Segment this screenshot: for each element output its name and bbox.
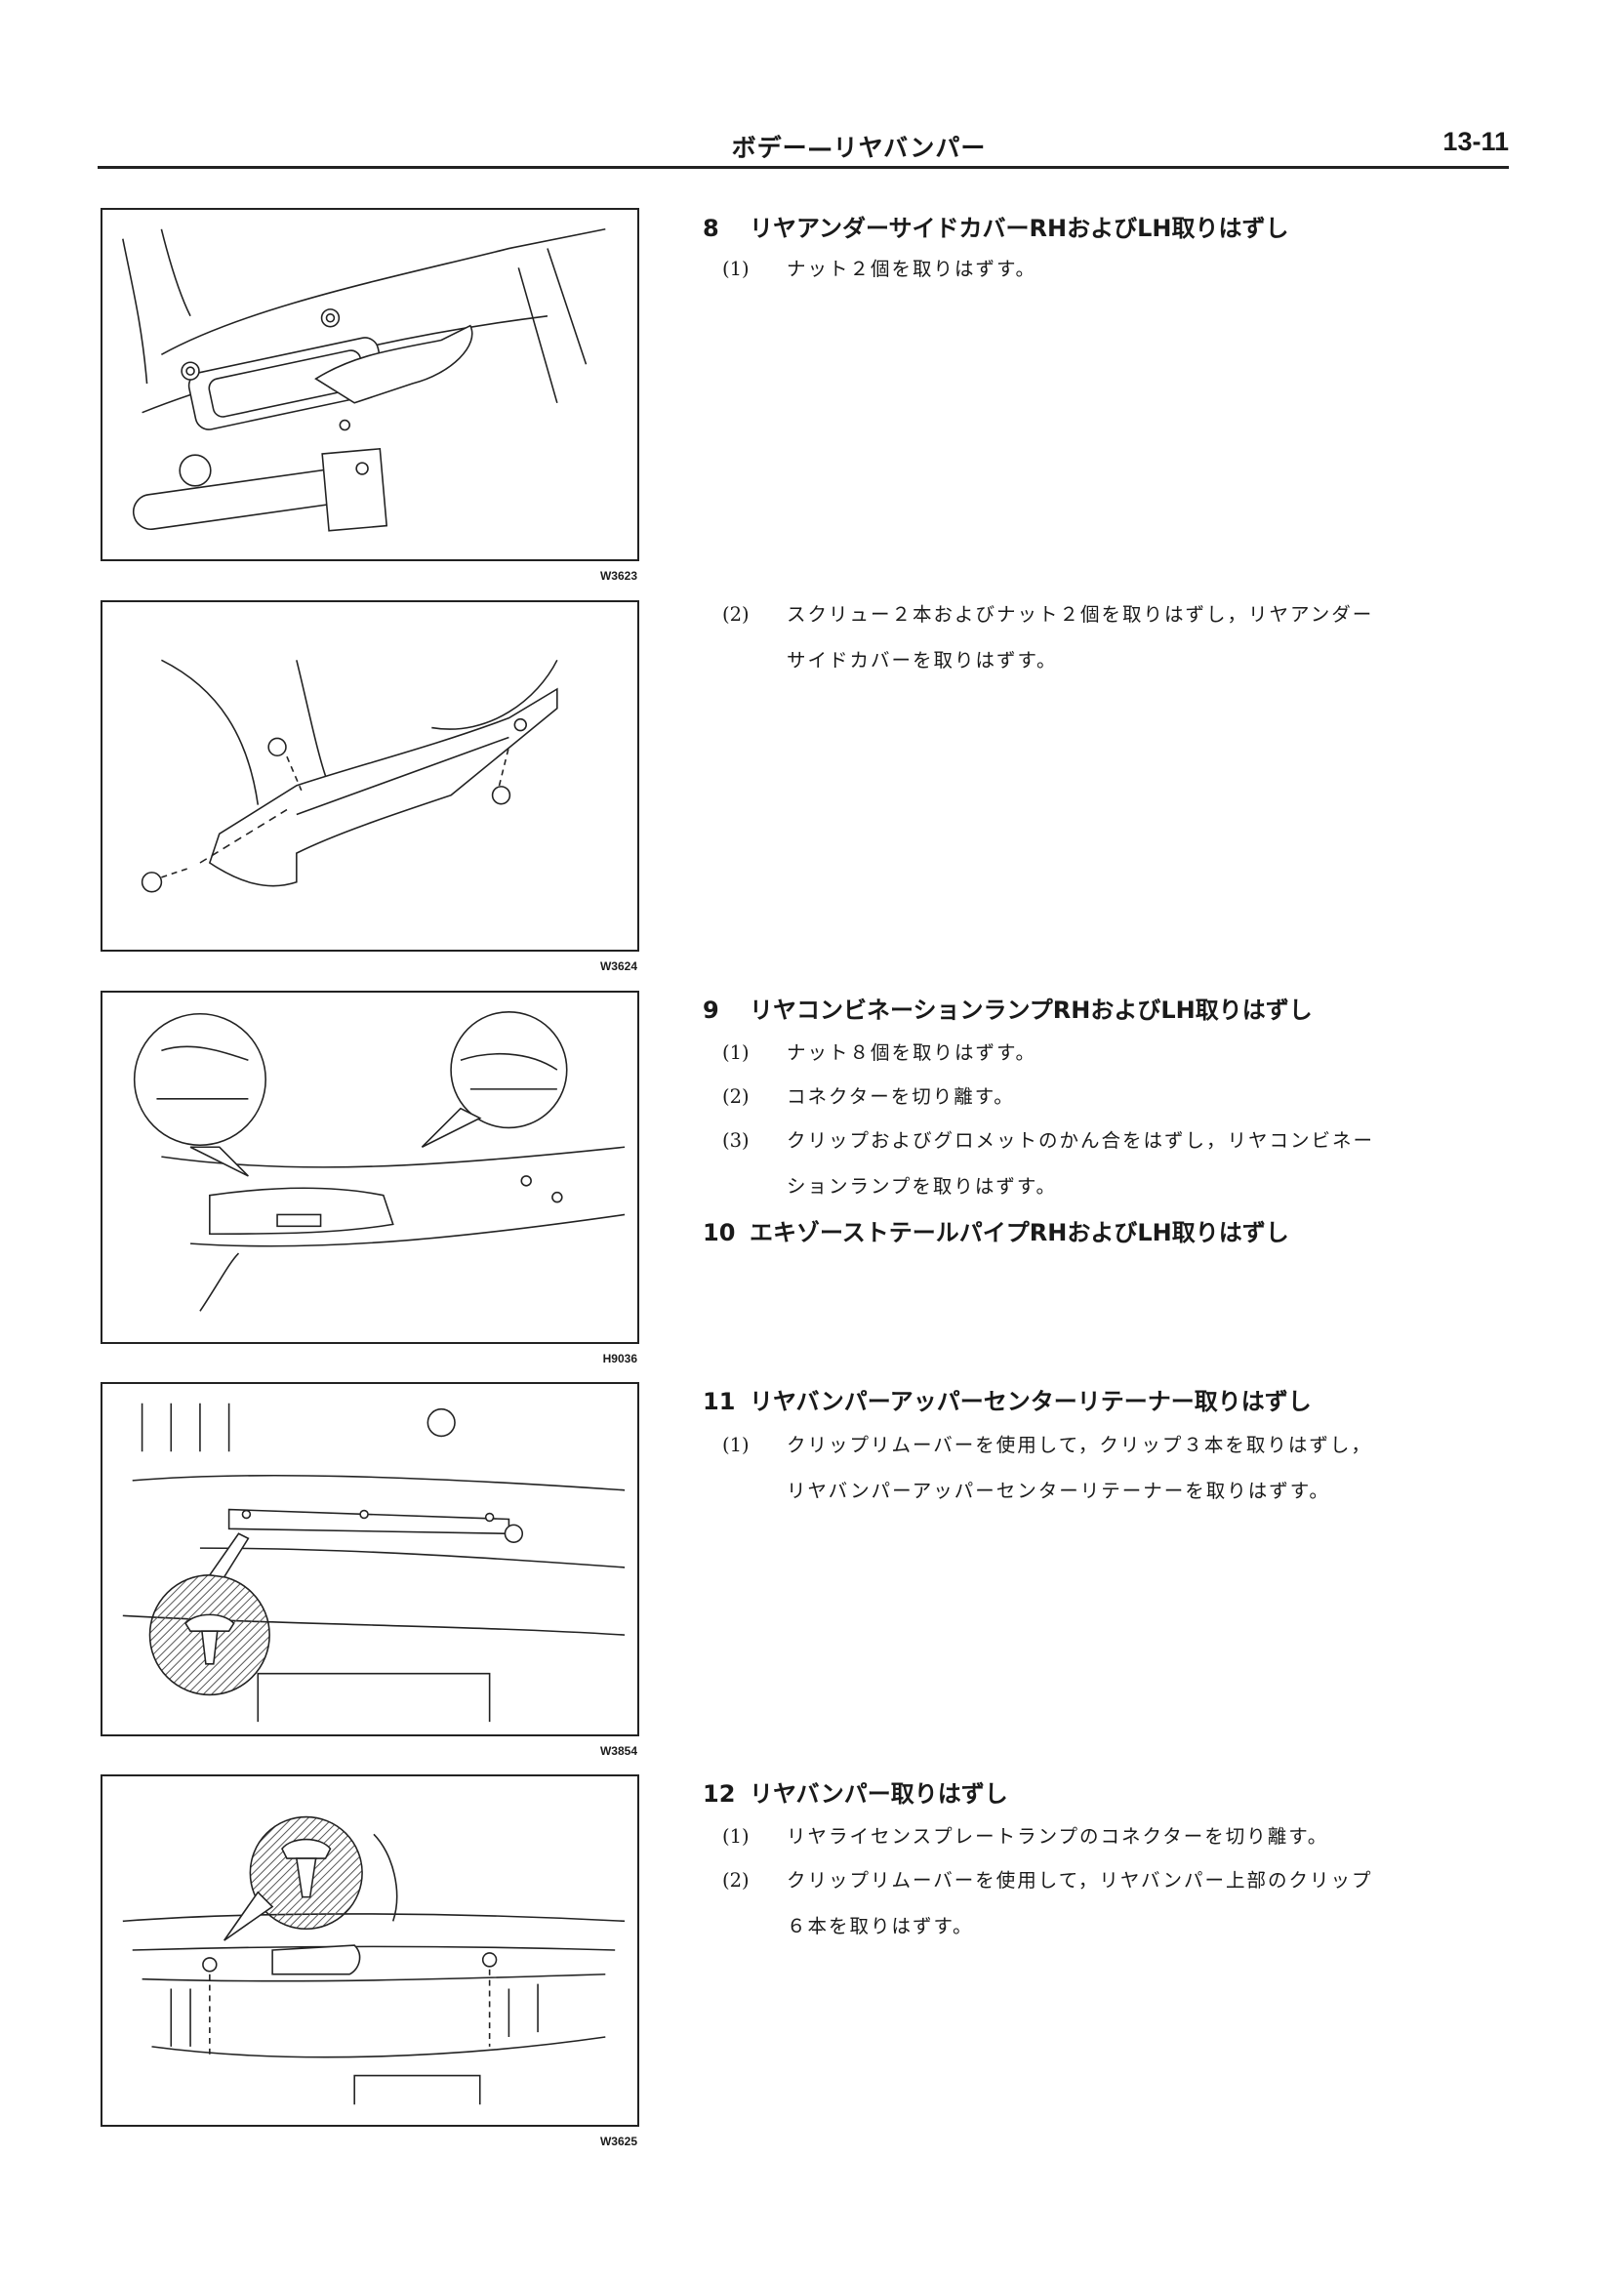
item-text: ナット２個を取りはずす。 xyxy=(787,258,1037,280)
step-number: 8 xyxy=(703,215,719,242)
item-index: (1) xyxy=(722,1825,750,1848)
item-index: (2) xyxy=(722,603,750,626)
figure-code: W3624 xyxy=(599,959,637,973)
step-11-item-1: (1) クリップリムーバーを使用して，クリップ３本を取りはずし， リヤバンパーアッ… xyxy=(722,1422,1522,1514)
step-12-item-1: (1) リヤライセンスプレートランプのコネクターを切り離す。 xyxy=(722,1813,1522,1859)
item-text-continued: リヤバンパーアッパーセンターリテーナーを取りはずす。 xyxy=(787,1480,1330,1502)
figure-upper-center-retainer: W3854 xyxy=(101,1382,639,1758)
item-text: クリップリムーバーを使用して，クリップ３本を取りはずし， xyxy=(787,1434,1372,1456)
figure-under-side-cover: W3624 xyxy=(101,600,639,973)
illustration-combination-lamp xyxy=(133,1010,626,1312)
figure-combination-lamp: H9036 xyxy=(101,991,639,1365)
illustration-rear-bumper-clips xyxy=(122,1815,626,2105)
step-12-heading: 12 リヤバンパー取りはずし xyxy=(703,1774,1008,1809)
illustration-under-cover-nuts xyxy=(122,228,606,532)
item-index: (1) xyxy=(722,258,750,280)
figure-rear-under-cover-nuts: W3623 xyxy=(101,208,639,583)
step-title: リヤコンビネーションランプRHおよびLH取りはずし xyxy=(750,997,1313,1024)
figure-code: W3625 xyxy=(599,2135,637,2148)
figure-code: H9036 xyxy=(602,1352,637,1365)
item-index: (2) xyxy=(722,1869,750,1892)
step-9-item-1: (1) ナット８個を取りはずす。 xyxy=(722,1030,1522,1076)
item-text: スクリュー２本およびナット２個を取りはずし，リヤアンダー xyxy=(787,603,1374,626)
item-text: クリップリムーバーを使用して，リヤバンパー上部のクリップ xyxy=(787,1869,1373,1892)
item-text-continued: サイドカバーを取りはずす。 xyxy=(787,649,1058,672)
page-number: 13-11 xyxy=(1442,127,1509,156)
step-8-heading: 8 リヤアンダーサイドカバーRHおよびLH取りはずし xyxy=(703,209,1289,243)
item-text: ナット８個を取りはずす。 xyxy=(787,1041,1037,1064)
step-title: リヤバンパー取りはずし xyxy=(750,1780,1008,1808)
figure-code: W3623 xyxy=(599,569,637,583)
item-index: (2) xyxy=(722,1085,750,1108)
step-8-item-1: (1) ナット２個を取りはずす。 xyxy=(722,246,1522,292)
item-text: コネクターを切り離す。 xyxy=(787,1085,1015,1108)
header-divider xyxy=(98,166,1509,169)
step-10-heading: 10 エキゾーストテールパイプRHおよびLH取りはずし xyxy=(703,1213,1289,1247)
step-number: 12 xyxy=(703,1780,736,1808)
step-9-heading: 9 リヤコンビネーションランプRHおよびLH取りはずし xyxy=(703,991,1313,1025)
step-number: 9 xyxy=(703,997,719,1024)
step-8-item-2: (2) スクリュー２本およびナット２個を取りはずし，リヤアンダー サイドカバーを取… xyxy=(722,591,1522,683)
step-11-heading: 11 リヤバンパーアッパーセンターリテーナー取りはずし xyxy=(703,1382,1312,1416)
item-text-continued: ションランプを取りはずす。 xyxy=(787,1175,1057,1198)
illustration-upper-center-retainer xyxy=(122,1403,626,1723)
item-text: リヤライセンスプレートランプのコネクターを切り離す。 xyxy=(787,1825,1329,1848)
illustration-under-side-cover xyxy=(141,659,558,893)
step-number: 11 xyxy=(703,1388,736,1415)
page-title: ボデー—リヤバンパー xyxy=(731,134,987,162)
step-number: 10 xyxy=(703,1219,736,1246)
step-12-item-2: (2) クリップリムーバーを使用して，リヤバンパー上部のクリップ ６本を取りはずす… xyxy=(722,1857,1522,1949)
item-text: クリップおよびグロメットのかん合をはずし，リヤコンビネー xyxy=(787,1129,1375,1152)
figure-rear-bumper-clips: W3625 xyxy=(101,1774,639,2148)
step-title: リヤバンパーアッパーセンターリテーナー取りはずし xyxy=(750,1388,1312,1415)
step-9-item-3: (3) クリップおよびグロメットのかん合をはずし，リヤコンビネー ションランプを取… xyxy=(722,1118,1522,1209)
step-9-item-2: (2) コネクターを切り離す。 xyxy=(722,1074,1522,1120)
item-index: (3) xyxy=(722,1129,750,1152)
step-title: エキゾーストテールパイプRHおよびLH取りはずし xyxy=(750,1219,1289,1246)
step-title: リヤアンダーサイドカバーRHおよびLH取りはずし xyxy=(750,215,1289,242)
figure-code: W3854 xyxy=(599,1744,637,1758)
item-text-continued: ６本を取りはずす。 xyxy=(787,1915,974,1937)
item-index: (1) xyxy=(722,1434,750,1456)
item-index: (1) xyxy=(722,1041,750,1064)
